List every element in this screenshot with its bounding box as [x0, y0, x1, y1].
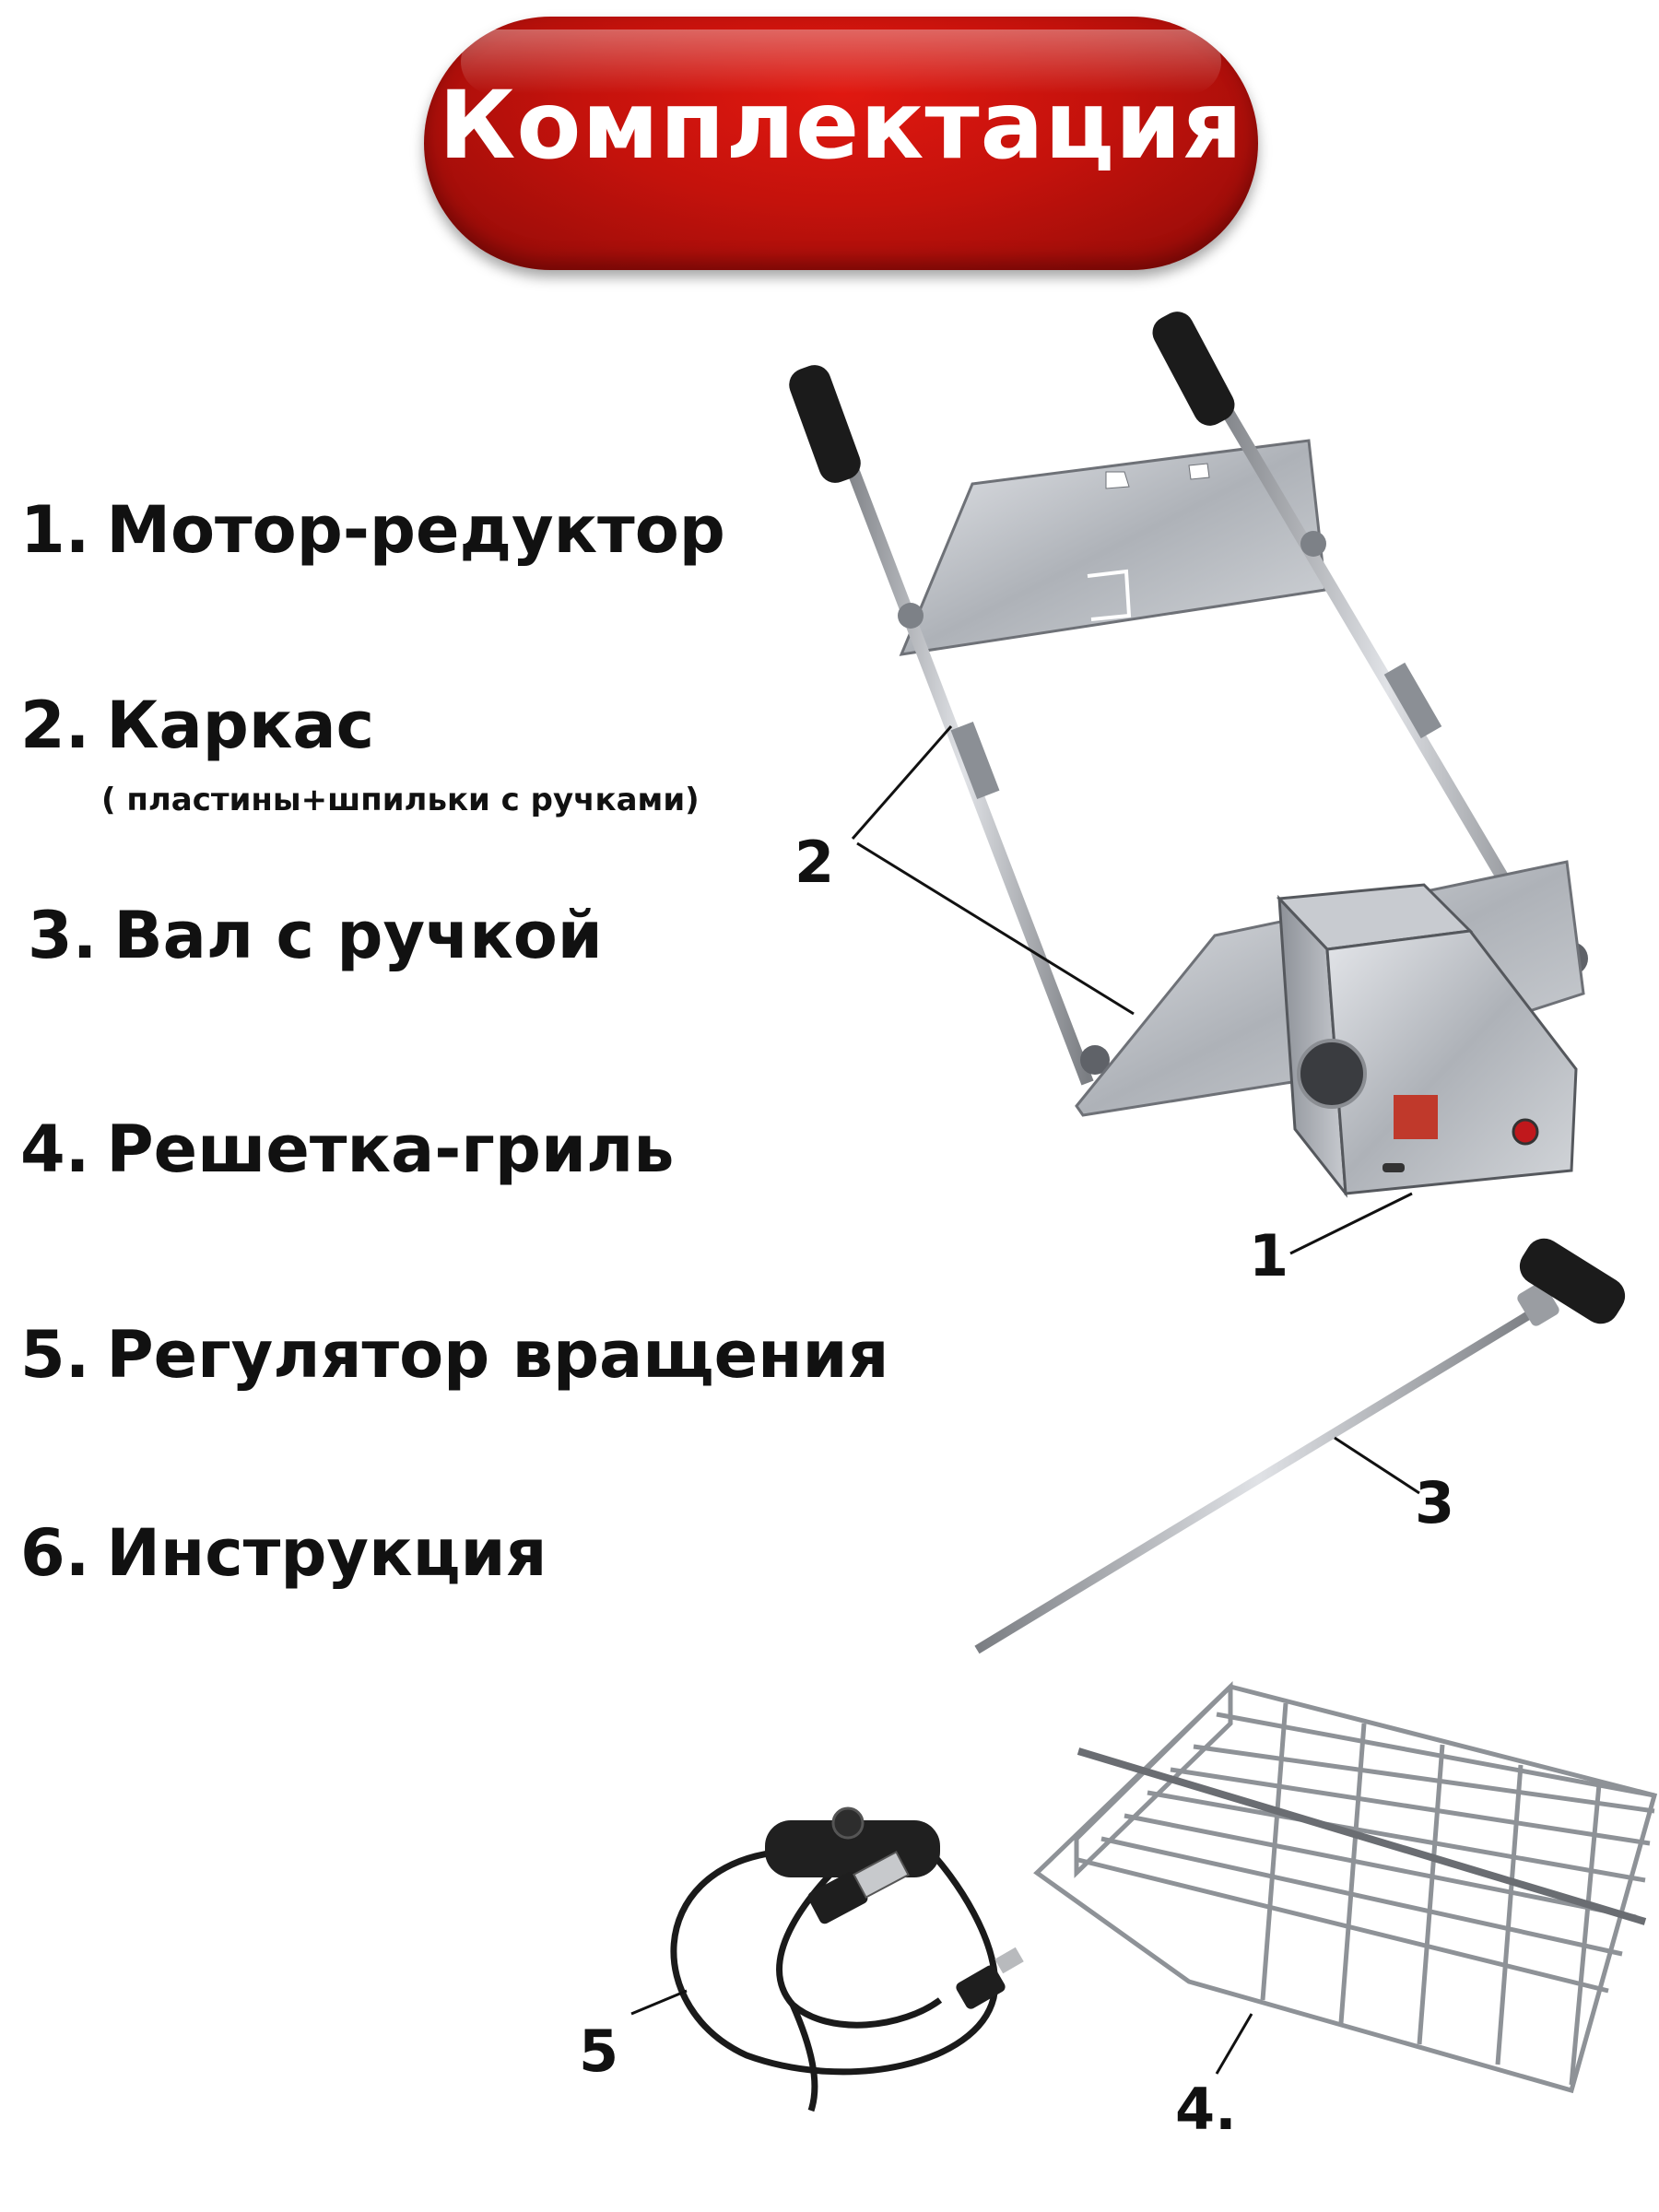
motor-badge: [1394, 1095, 1438, 1139]
shaft-handle: [1519, 1238, 1626, 1324]
callout-5: 5: [579, 2018, 619, 2085]
plate-logo: [1087, 569, 1132, 621]
page-title: Комплектация: [439, 71, 1243, 181]
item-motor: 1.Мотор-редуктор: [20, 498, 725, 562]
basket-side: [1074, 1681, 1233, 1878]
item-label: Вал с ручкой: [113, 898, 603, 973]
callout-2: 2: [794, 829, 835, 896]
item-number: 2.: [20, 688, 90, 763]
item-number: 6.: [20, 1515, 90, 1591]
usb-port-icon: [1382, 1163, 1405, 1172]
item-label: Решетка-гриль: [106, 1112, 675, 1187]
item-instructions: 6.Инструкция: [20, 1521, 547, 1585]
handle-left: [789, 365, 861, 483]
rod-coupler: [1383, 662, 1442, 739]
power-button-icon: [1512, 1118, 1539, 1146]
basket-outline: [1033, 1684, 1658, 2094]
callout-line-2b: [856, 841, 1135, 1016]
usb-plug: [807, 1871, 868, 1924]
title-banner: Комплектация: [424, 17, 1258, 270]
banner-highlight: [461, 29, 1221, 94]
item-number: 3.: [28, 898, 98, 973]
rod-coupler: [950, 721, 1000, 800]
plate-notch: [1105, 471, 1130, 489]
callout-line-3: [1334, 1436, 1420, 1495]
motor-gearbox: [1276, 883, 1578, 1198]
dc-tip: [994, 1947, 1024, 1974]
item-regulator: 5.Регулятор вращения: [20, 1323, 889, 1387]
regulator-dial-icon: [831, 1806, 865, 1840]
shaft-rod: [974, 1304, 1542, 1654]
item-frame: 2.Каркас: [20, 693, 374, 758]
item-shaft: 3.Вал с ручкой: [28, 903, 603, 968]
callout-4: 4.: [1175, 2076, 1237, 2143]
nut: [1300, 531, 1326, 557]
callout-3: 3: [1415, 1469, 1455, 1536]
callout-line-4: [1215, 2013, 1253, 2075]
item-grill: 4.Решетка-гриль: [20, 1117, 675, 1182]
callout-line-2a: [851, 725, 953, 840]
item-label: Инструкция: [106, 1515, 547, 1591]
dc-plug: [956, 1965, 1006, 2009]
grill-basket: [1033, 1681, 1658, 2094]
item-label: Мотор-редуктор: [106, 492, 725, 568]
regulator-cable: [670, 1849, 999, 2076]
callout-line-1: [1289, 1192, 1413, 1255]
item-label: Регулятор вращения: [106, 1317, 889, 1393]
item-label: Каркас: [106, 688, 375, 763]
usb-connector-icon: [853, 1851, 910, 1899]
handle-right: [1152, 312, 1235, 426]
speed-regulator: [670, 1806, 1024, 2112]
item-number: 4.: [20, 1112, 90, 1187]
item-number: 5.: [20, 1317, 90, 1393]
plate-notch: [1188, 463, 1210, 480]
frame-note: ( пластины+шпильки с ручками): [101, 782, 700, 818]
nut: [1080, 1045, 1110, 1075]
item-number: 1.: [20, 492, 90, 568]
spit-shaft: [974, 1238, 1626, 1654]
fan-vent-icon: [1297, 1039, 1367, 1109]
nut: [898, 603, 924, 629]
callout-1: 1: [1249, 1222, 1289, 1289]
callout-line-5: [630, 1989, 688, 2016]
